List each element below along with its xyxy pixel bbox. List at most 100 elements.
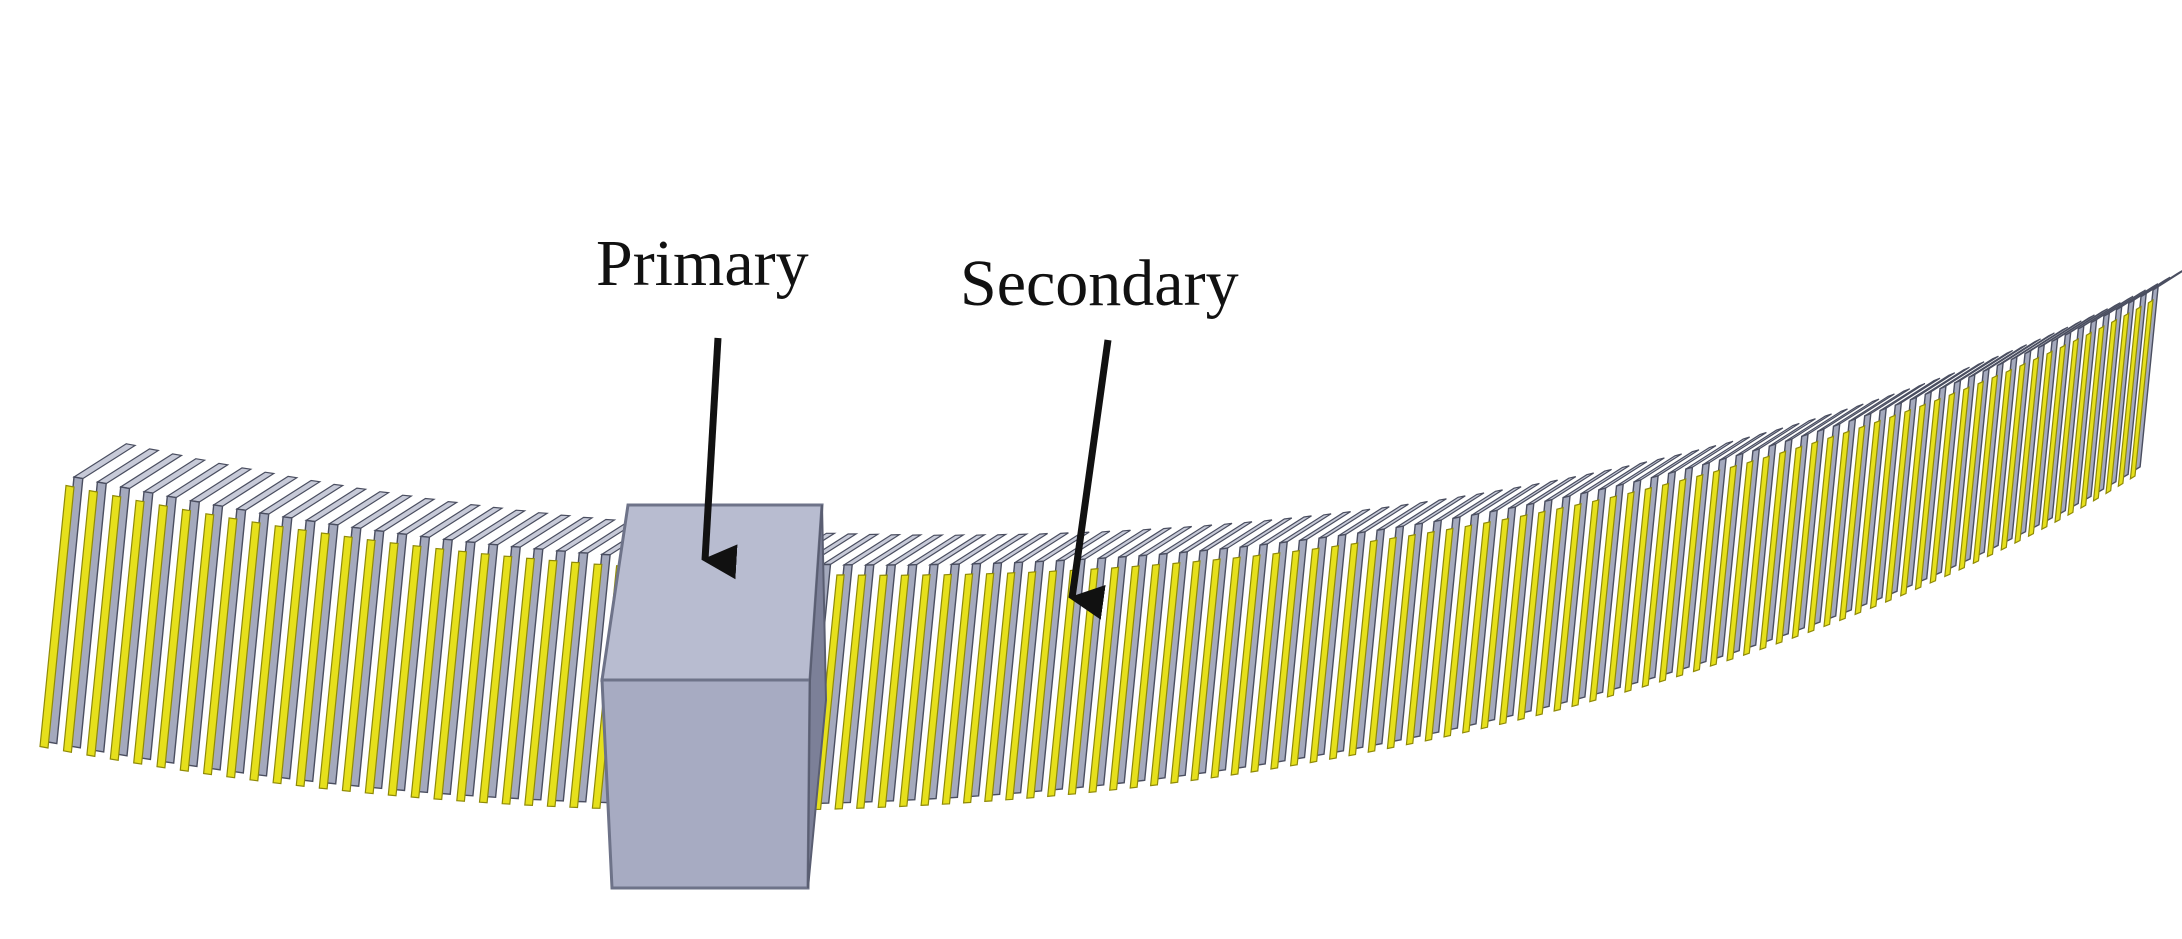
secondary-plate [1553, 465, 1630, 712]
secondary-plate [1807, 398, 1880, 634]
secondary-winding [1986, 368, 2013, 558]
secondary-plate [1899, 366, 1970, 597]
secondary-plate-top [2128, 276, 2171, 304]
secondary-plate [1589, 457, 1665, 703]
secondary-plate [226, 479, 322, 779]
secondary-winding [1571, 499, 1600, 708]
secondary-plate [133, 462, 230, 765]
secondary-winding [1129, 563, 1161, 789]
secondary-winding [1929, 392, 1956, 584]
secondary-winding [109, 499, 145, 761]
secondary-plate [478, 514, 572, 804]
secondary-winding [1692, 469, 1721, 673]
secondary-plate [341, 497, 436, 792]
secondary-plate [1386, 495, 1466, 750]
secondary-plate [2027, 314, 2095, 538]
secondary-plate-top [165, 462, 230, 499]
secondary-plate [1986, 332, 2055, 558]
secondary-plate [2117, 270, 2182, 488]
secondary-winding [1498, 514, 1528, 726]
secondary-winding [1606, 491, 1635, 698]
secondary-plate-top [72, 443, 137, 480]
secondary-winding [1775, 445, 1803, 645]
secondary-winding [1443, 524, 1473, 738]
primary-block [600, 503, 828, 890]
secondary-plate-top [1910, 372, 1956, 401]
secondary-plate [1869, 377, 1941, 610]
secondary-plate-top [2140, 270, 2182, 298]
secondary-winding [1190, 558, 1221, 782]
secondary-winding [920, 573, 953, 807]
secondary-winding [1386, 533, 1416, 750]
secondary-plate [1958, 344, 2028, 571]
secondary-plate [2014, 320, 2082, 545]
secondary-winding [1149, 562, 1181, 787]
secondary-plate [318, 494, 414, 790]
secondary-winding [1807, 435, 1835, 634]
secondary-plate [1170, 521, 1253, 784]
secondary-winding [1675, 473, 1704, 678]
secondary-plate [834, 534, 923, 810]
secondary-plate [899, 534, 987, 808]
secondary-plate [1823, 393, 1895, 628]
secondary-winding [1424, 527, 1454, 742]
secondary-plate [1884, 372, 1956, 604]
secondary-winding [364, 542, 399, 795]
secondary-plate [1759, 413, 1832, 651]
secondary-winding [1823, 430, 1850, 628]
secondary-plate-top [396, 500, 459, 535]
secondary-winding [546, 561, 580, 808]
secondary-winding [179, 513, 215, 772]
secondary-plate-top [95, 448, 160, 485]
secondary-winding [834, 574, 867, 810]
secondary-winding [1658, 478, 1687, 683]
secondary-winding [39, 484, 75, 749]
secondary-plate [1328, 503, 1409, 760]
secondary-plate [1026, 530, 1111, 799]
secondary-arrow [1068, 339, 1112, 620]
secondary-plate-top [212, 471, 276, 507]
secondary-winding [478, 555, 513, 804]
primary-block-side [807, 504, 828, 889]
secondary-winding [1791, 440, 1819, 640]
secondary-winding [1854, 419, 1881, 616]
secondary-winding [2129, 298, 2154, 480]
secondary-plate [410, 506, 504, 799]
secondary-winding [387, 545, 422, 797]
secondary-plate [39, 443, 137, 749]
secondary-plate [1250, 513, 1332, 773]
secondary-winding [1517, 510, 1546, 721]
secondary-plate [272, 487, 368, 785]
primary-block-front [600, 678, 812, 890]
secondary-plate-top [441, 506, 504, 541]
secondary-winding [1405, 530, 1435, 746]
secondary-plate [2000, 326, 2069, 551]
secondary-winding [2080, 325, 2105, 510]
secondary-winding [318, 535, 353, 790]
secondary-plate-top [464, 509, 527, 544]
secondary-winding [1109, 565, 1140, 791]
primary-block-top [600, 503, 824, 682]
secondary-winding [1230, 554, 1261, 776]
secondary-plate [156, 467, 253, 769]
secondary-plate [2041, 308, 2108, 531]
secondary-plate [1641, 445, 1717, 688]
secondary-plate [1309, 506, 1390, 764]
secondary-plate-top [188, 467, 253, 503]
secondary-plate [1424, 489, 1503, 742]
secondary-winding [249, 525, 284, 782]
secondary-winding [2105, 312, 2130, 495]
secondary-winding [2054, 337, 2080, 524]
secondary-plate [1726, 422, 1800, 662]
secondary-winding [1480, 517, 1510, 730]
primary-arrow [701, 337, 738, 580]
secondary-winding [1270, 549, 1301, 770]
secondary-plate [2080, 289, 2146, 510]
secondary-winding [1210, 556, 1241, 779]
secondary-plate [1129, 524, 1213, 789]
secondary-plate [202, 475, 299, 776]
secondary-plate [1742, 418, 1816, 657]
secondary-plate [2105, 276, 2171, 495]
secondary-plate-top [327, 491, 391, 526]
